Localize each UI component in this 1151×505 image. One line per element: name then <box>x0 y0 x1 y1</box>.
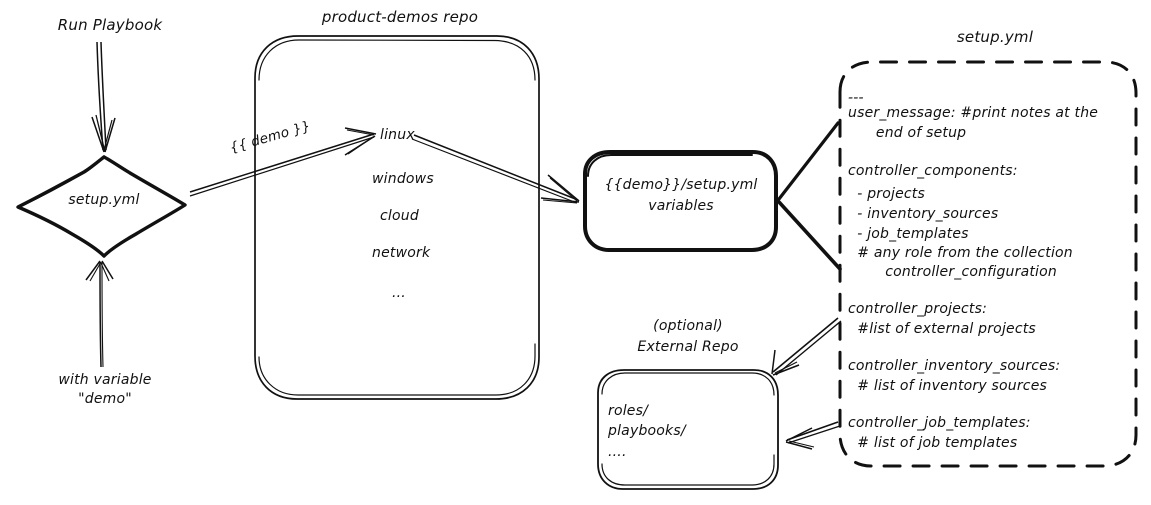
repo-item-ellipsis: ... <box>392 285 406 301</box>
external-repo-item-ellipsis: .... <box>608 444 627 460</box>
panel-line-user-message: user_message: #print notes at the <box>848 105 1099 121</box>
setup-yml-panel-title: setup.yml <box>956 28 1034 46</box>
setup-yml-diamond-shape <box>16 155 187 258</box>
external-repo-item-roles: roles/ <box>608 403 649 419</box>
with-variable-label-line2: "demo" <box>78 391 132 407</box>
panel-line-job-templates-comment: # list of job templates <box>848 435 1018 451</box>
variables-box-shape <box>583 150 778 252</box>
external-repo-box-shape <box>597 369 779 490</box>
panel-line-job-templates: - job_templates <box>848 226 969 242</box>
edge-panel-to-variables <box>777 121 842 271</box>
arrow-panel-to-external-lower <box>785 421 841 450</box>
repo-item-windows[interactable]: windows <box>372 171 434 187</box>
product-demos-repo-box-shape <box>254 35 540 400</box>
product-demos-repo-title: product-demos repo <box>321 8 479 26</box>
variables-box-line1: {{demo}}/setup.yml <box>604 177 758 193</box>
arrow-linux-to-variables <box>411 134 580 204</box>
arrow-with-variable-to-setup <box>85 260 114 368</box>
panel-line-inventory-sources-comment: # list of inventory sources <box>848 378 1048 394</box>
external-repo-title-line1: (optional) <box>653 318 723 334</box>
external-repo-title-line2: External Repo <box>637 339 739 355</box>
arrow-panel-to-external-upper <box>771 317 842 376</box>
panel-line-controller-job-templates: controller_job_templates: <box>848 415 1031 431</box>
arrow-run-playbook-to-setup <box>91 41 116 153</box>
repo-item-linux[interactable]: linux <box>380 127 415 143</box>
arrow-setup-to-repo <box>189 127 377 197</box>
external-repo-item-playbooks: playbooks/ <box>608 423 686 439</box>
panel-line-doc-start: --- <box>848 90 864 106</box>
panel-line-controller-inventory-sources: controller_inventory_sources: <box>848 358 1061 374</box>
setup-yml-panel-box-shape <box>838 60 1138 468</box>
setup-yml-diamond-label: setup.yml <box>68 192 140 208</box>
variables-box-line2: variables <box>648 198 714 214</box>
panel-line-external-projects-comment: #list of external projects <box>848 321 1036 337</box>
panel-line-any-role-comment: # any role from the collection <box>848 245 1073 261</box>
repo-item-network[interactable]: network <box>372 245 431 261</box>
panel-line-user-message-cont: end of setup <box>848 125 967 141</box>
with-variable-label-line1: with variable <box>58 372 152 388</box>
panel-line-controller-configuration: controller_configuration <box>848 264 1057 280</box>
run-playbook-label: Run Playbook <box>57 16 163 34</box>
panel-line-projects: - projects <box>848 186 925 202</box>
panel-line-controller-components: controller_components: <box>848 163 1018 179</box>
panel-line-controller-projects: controller_projects: <box>848 301 988 317</box>
panel-line-inventory-sources: - inventory_sources <box>848 206 999 222</box>
repo-item-cloud[interactable]: cloud <box>380 208 419 224</box>
